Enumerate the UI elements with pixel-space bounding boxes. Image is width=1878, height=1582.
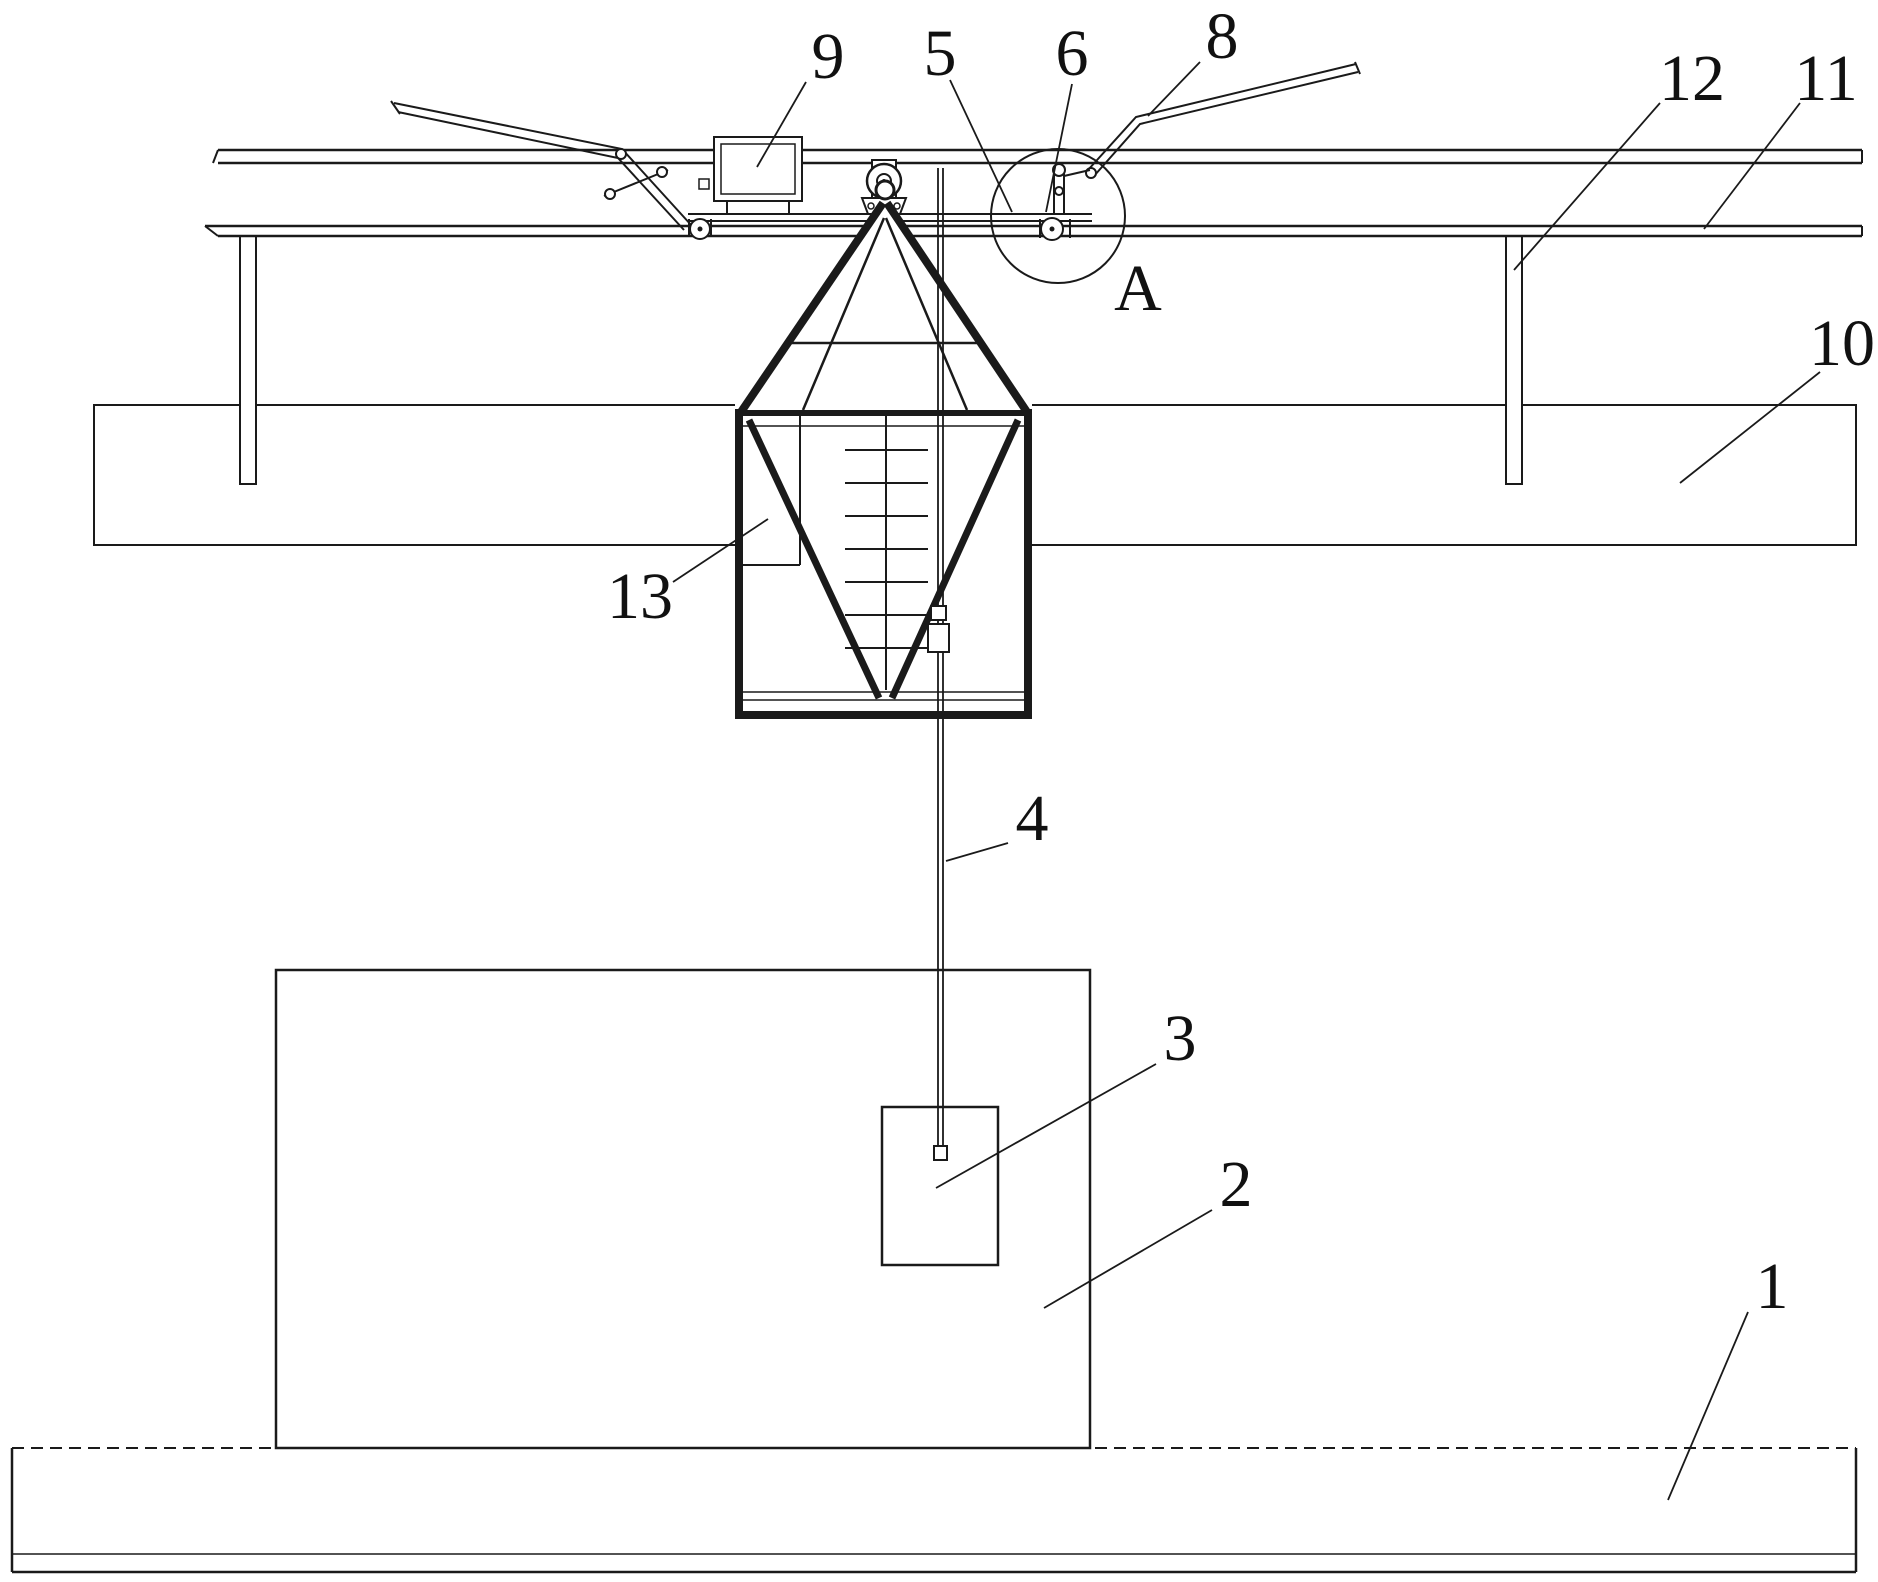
leader-lines bbox=[672, 61, 1821, 1501]
leader-line-1 bbox=[1667, 1311, 1749, 1501]
label-9: 9 bbox=[812, 20, 845, 93]
leader-line-2 bbox=[1043, 1209, 1213, 1309]
leader-line-10 bbox=[1679, 371, 1821, 484]
lifting-cable bbox=[927, 168, 950, 1161]
label-6: 6 bbox=[1056, 17, 1089, 90]
leader-line-3 bbox=[935, 1063, 1157, 1189]
label-5: 5 bbox=[924, 17, 957, 90]
lifting-eye bbox=[874, 179, 896, 201]
leader-line-6 bbox=[1045, 83, 1073, 213]
control-box bbox=[698, 136, 803, 214]
leader-line-12 bbox=[1513, 102, 1661, 271]
label-11: 11 bbox=[1794, 42, 1858, 115]
label-a: A bbox=[1114, 252, 1162, 325]
label-4: 4 bbox=[1016, 782, 1049, 855]
cable-end-fitting bbox=[933, 1145, 948, 1161]
leader-line-13 bbox=[672, 518, 769, 583]
left-deflector-arm bbox=[390, 100, 693, 231]
left-support-post bbox=[239, 235, 257, 485]
label-1: 1 bbox=[1756, 1250, 1789, 1323]
label-12: 12 bbox=[1659, 42, 1725, 115]
left-arm-hinge bbox=[615, 148, 627, 160]
right-support-post bbox=[1505, 235, 1523, 485]
platform-rail bbox=[204, 224, 1863, 238]
leader-line-11 bbox=[1703, 102, 1801, 230]
overhead-rail-track bbox=[212, 148, 1863, 165]
base-slab bbox=[10, 1447, 1858, 1574]
label-8: 8 bbox=[1206, 0, 1239, 73]
cage-side-panel bbox=[741, 415, 801, 566]
cable-connector bbox=[930, 605, 947, 621]
label-10: 10 bbox=[1809, 307, 1875, 380]
cage-ladder bbox=[845, 449, 928, 649]
right-deflector-arm bbox=[1085, 61, 1361, 179]
leader-line-9 bbox=[756, 81, 807, 168]
hanging-cage bbox=[735, 179, 1032, 722]
part-labels: 9 5 6 8 12 11 10 A 13 4 3 2 1 bbox=[607, 0, 1875, 1323]
leader-line-5 bbox=[949, 79, 1013, 213]
label-2: 2 bbox=[1220, 1148, 1253, 1221]
support-posts bbox=[239, 235, 1523, 485]
leader-line-8 bbox=[1147, 61, 1201, 117]
label-3: 3 bbox=[1164, 1002, 1197, 1075]
right-arm-hinge bbox=[1085, 167, 1097, 179]
label-13: 13 bbox=[607, 560, 673, 633]
leader-line-4 bbox=[945, 842, 1009, 862]
